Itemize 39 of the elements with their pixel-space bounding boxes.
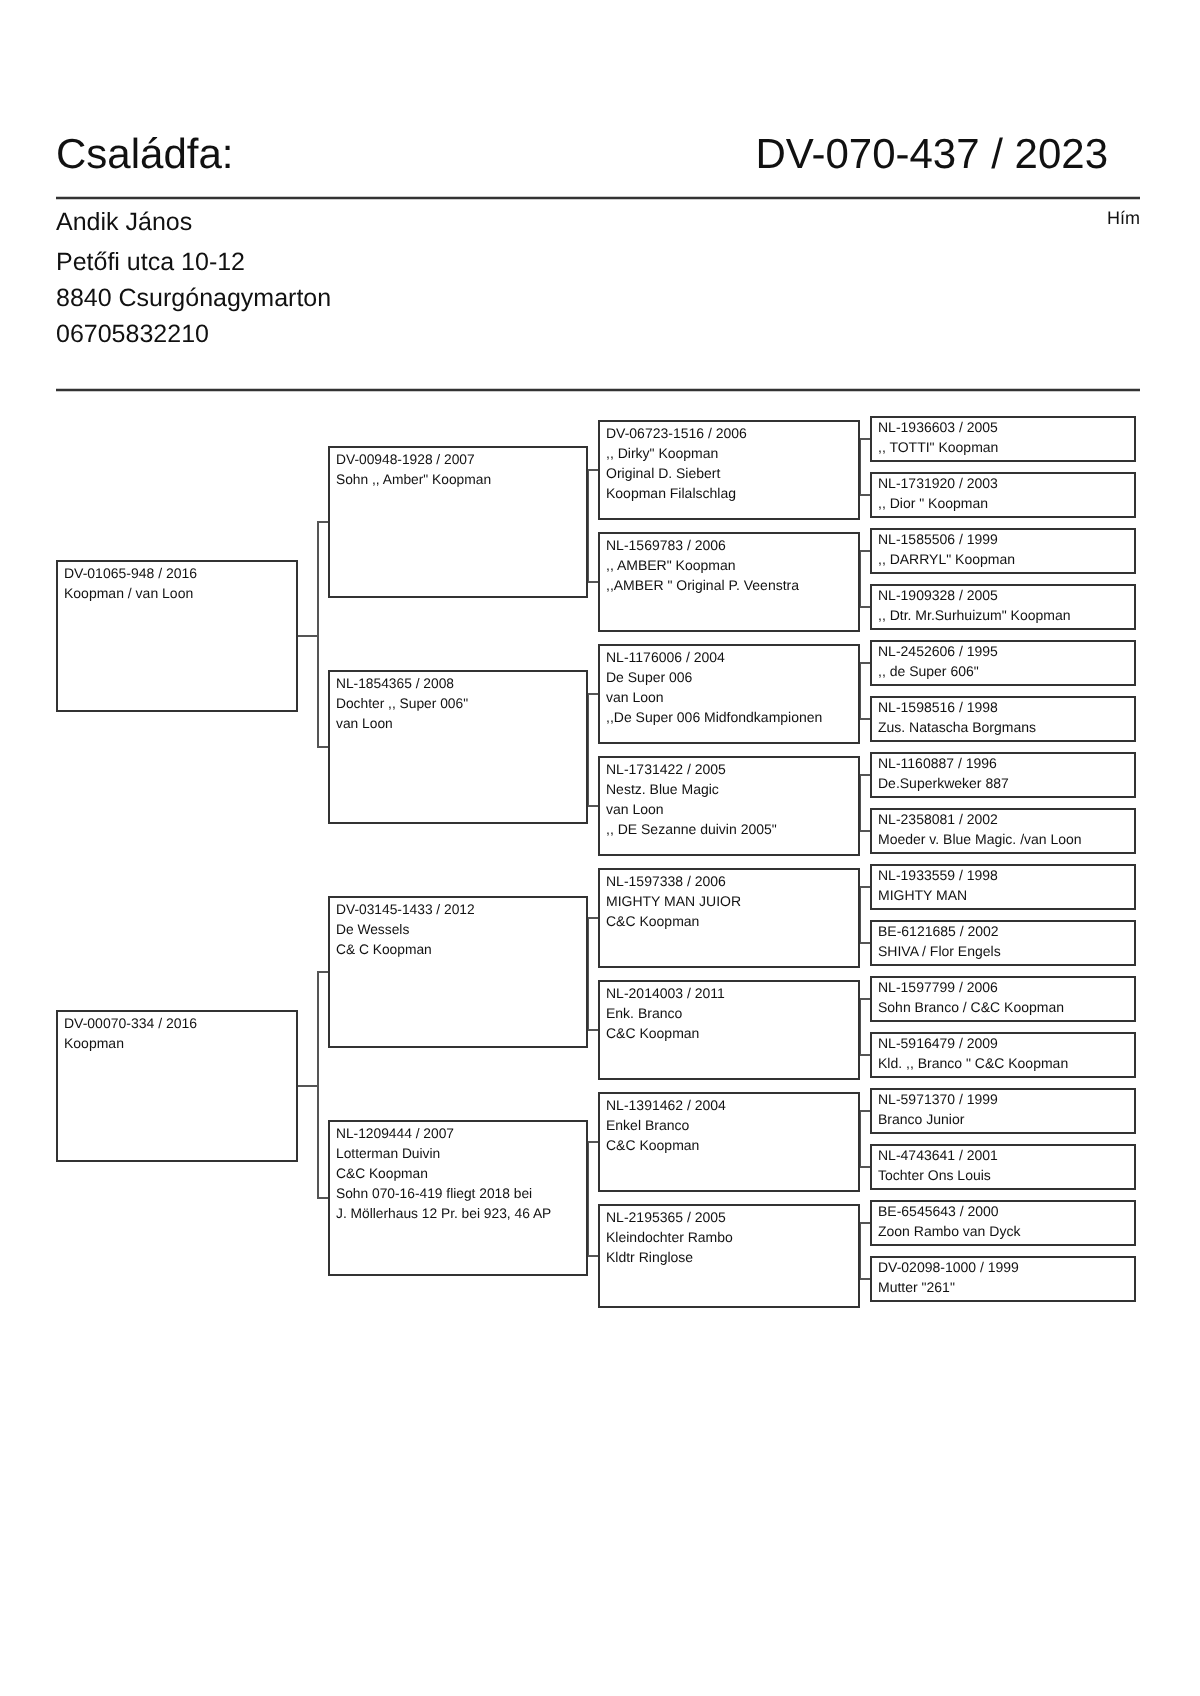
pedigree-box: [328, 446, 588, 598]
pedigree-box: [870, 1256, 1136, 1302]
pedigree-box: [870, 864, 1136, 910]
pedigree-box: [56, 1010, 298, 1162]
pedigree-box: [598, 1092, 860, 1192]
phone-number: 06705832210: [56, 320, 209, 348]
pedigree-box: [328, 670, 588, 824]
pedigree-connector: [297, 635, 329, 748]
pedigree-box: [598, 532, 860, 632]
pedigree-connector: [297, 1085, 329, 1199]
pedigree-box: [598, 420, 860, 520]
pedigree-box: [870, 808, 1136, 854]
pedigree-box: [870, 976, 1136, 1022]
pedigree-box: [598, 868, 860, 968]
pedigree-box: [56, 560, 298, 712]
pedigree-box: [870, 640, 1136, 686]
pedigree-box: [870, 1088, 1136, 1134]
pedigree-box: [328, 1120, 588, 1276]
pedigree-box: [870, 920, 1136, 966]
page-title: Családfa:: [56, 132, 234, 180]
pedigree-box: [870, 1032, 1136, 1078]
pedigree-box: [598, 756, 860, 856]
pedigree-box: [870, 416, 1136, 462]
address-line: Petőfi utca 10-12: [56, 248, 246, 276]
pedigree-box: [870, 472, 1136, 518]
pedigree-box: [598, 1204, 860, 1308]
pedigree-box: [870, 696, 1136, 742]
sex-label: Hím: [1107, 208, 1140, 228]
owner-name: Andik János: [56, 208, 193, 236]
ring-number: DV-070-437 / 2023: [755, 132, 1108, 180]
address-line: 8840 Csurgónagymarton: [56, 284, 332, 312]
pedigree-box: [328, 896, 588, 1048]
pedigree-box: [870, 1200, 1136, 1246]
pedigree-box: [870, 752, 1136, 798]
pedigree-box: [870, 1144, 1136, 1190]
pedigree-box: [598, 644, 860, 744]
pedigree-box: [598, 980, 860, 1080]
pedigree-box: [870, 528, 1136, 574]
pedigree-box: [870, 584, 1136, 630]
